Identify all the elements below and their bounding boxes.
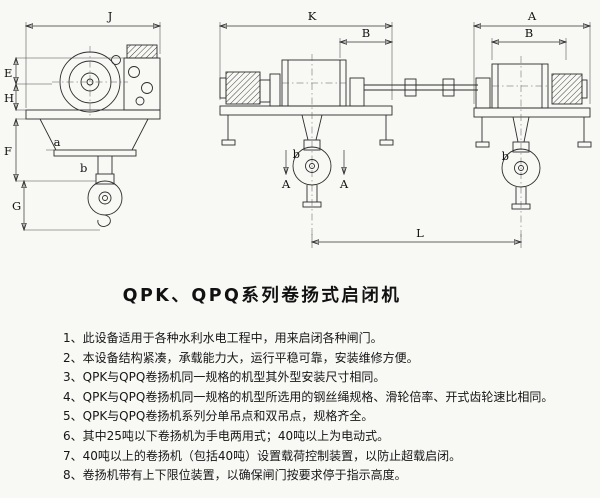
pulley-sheave — [501, 148, 541, 188]
l-dimension: L — [312, 226, 521, 248]
motor — [126, 44, 158, 59]
dim-label-b-pulley-right: b — [502, 149, 509, 163]
note-line-6: 6、其中25吨以下卷扬机为手电两用式；40吨以上为电动式。 — [63, 428, 390, 443]
section-label-a-right: A — [339, 177, 349, 191]
hook — [97, 214, 111, 227]
engineering-drawings: J — [4, 9, 592, 248]
dim-label-h: H — [4, 91, 14, 105]
pulley-sheave — [87, 180, 123, 216]
note-line-2: 2、本设备结构紧凑，承载能力大，运行平稳可靠，安装维修方便。 — [63, 350, 419, 365]
gearbox — [123, 57, 161, 111]
shaft-coupling — [442, 78, 455, 97]
shaft-coupling — [404, 78, 417, 97]
section-label-a-left: A — [281, 177, 291, 191]
middle-front-view-drawing: K B — [220, 9, 478, 238]
note-line-5: 5、QPK与QPQ卷扬机系列分单吊点和双吊点，规格齐全。 — [63, 409, 374, 424]
base-deck — [219, 105, 393, 116]
dim-label-l: L — [416, 226, 424, 240]
note-line-1: 1、此设备适用于各种水利水电工程中，用来启闭各种闸门。 — [63, 331, 383, 345]
page-title: QPK、QPQ系列卷扬式启闭机 — [122, 286, 402, 306]
base-deck — [473, 107, 591, 118]
left-side-view-drawing: J — [4, 9, 160, 230]
right-front-view-drawing: A B — [473, 9, 592, 238]
dim-label-a: a — [54, 135, 61, 149]
note-line-4: 4、QPK与QPQ卷扬机同一规格的机型所选用的钢丝绳规格、滑轮倍率、开式齿轮速比… — [63, 389, 554, 404]
motor — [551, 73, 583, 105]
bearing-stand — [475, 77, 491, 109]
dim-label-b-pulley-mid: b — [293, 147, 300, 161]
pulley-sheave — [292, 146, 332, 186]
dim-label-k: K — [308, 9, 317, 23]
motor — [225, 71, 261, 105]
note-line-8: 8、卷扬机带有上下限位装置，以确保闸门按要求停于指示高度。 — [63, 468, 407, 483]
dim-label-e: E — [4, 66, 12, 80]
dim-label-b-left: b — [80, 161, 87, 175]
notes-list: 1、此设备适用于各种水利水电工程中，用来启闭各种闸门。 2、本设备结构紧凑，承载… — [0, 329, 600, 486]
dim-label-a-right: A — [527, 9, 537, 23]
note-line-7: 7、40吨以上的卷扬机（包括40吨）设置载荷控制装置，以防止超载启闭。 — [63, 448, 462, 463]
dim-label-j: J — [107, 9, 113, 23]
note-line-3: 3、QPK与QPQ卷扬机同一规格的机型其外型安装尺寸相同。 — [63, 370, 386, 385]
dim-label-b-right: B — [525, 26, 533, 40]
dim-label-b-mid: B — [362, 26, 370, 40]
base-deck — [25, 109, 161, 120]
dim-label-g: G — [12, 199, 21, 213]
dim-label-f: F — [4, 144, 12, 158]
bearing-stand — [349, 77, 365, 107]
